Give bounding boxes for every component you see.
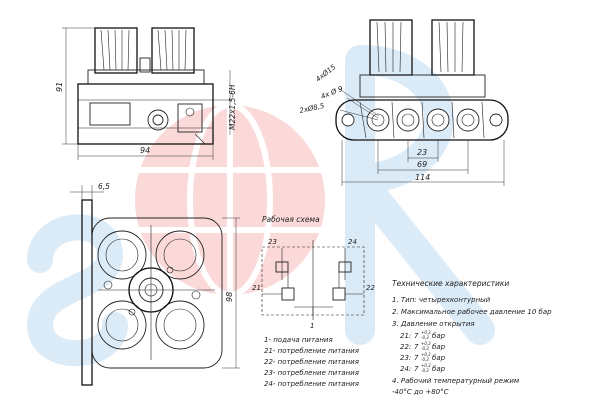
svg-text:7: 7 [414, 354, 419, 362]
svg-text:7: 7 [414, 365, 419, 373]
svg-text:7: 7 [414, 332, 419, 340]
front-view: 91 94 M22x1,5-6H [55, 27, 237, 160]
hole-callout-9: 4x Ø 9 [320, 85, 345, 101]
svg-text:-0,3: -0,3 [421, 335, 429, 340]
working-scheme: Рабочая схема 23 24 21 22 1 [252, 215, 375, 330]
overall-dim: 114 [415, 173, 430, 182]
side-view: 6,5 98 [70, 182, 240, 386]
svg-text:-0,3: -0,3 [421, 357, 429, 362]
spacing-dim: 23 [417, 148, 427, 157]
specs-title: Технические характеристики [392, 279, 509, 288]
svg-text:7: 7 [414, 343, 419, 351]
legend-item: 24- потребление питания [264, 380, 359, 388]
svg-text:-0,3: -0,3 [421, 346, 429, 351]
scheme-title: Рабочая схема [262, 215, 320, 224]
svg-text:+0,3: +0,3 [421, 341, 431, 346]
pressure-row-23: 23: 7 +0,3 -0,3 бар [400, 352, 446, 362]
top-view: 4xØ15 4x Ø 9 2xØ8,5 23 69 114 [299, 19, 509, 186]
port-1-label: 1 [310, 322, 314, 330]
svg-text:22:: 22: [400, 343, 411, 351]
legend-item: 21- потребление питания [264, 347, 359, 355]
watermark-letter-s [26, 214, 128, 367]
legend-item: 1- подача питания [264, 336, 333, 344]
port-21-label: 21 [252, 284, 261, 292]
spec-line-opening: 3. Давление открытия [392, 320, 475, 328]
port-legend: 1- подача питания 21- потребление питани… [264, 336, 359, 388]
front-height-dim: 91 [55, 82, 64, 92]
spec-line-pressure: 2. Максимальное рабочее давление 10 бар [392, 308, 552, 316]
spec-temp-range: -40°С до +80°С [392, 388, 449, 396]
side-height-dim: 98 [225, 292, 234, 302]
svg-text:бар: бар [432, 354, 446, 362]
svg-text:24:: 24: [400, 365, 411, 373]
port-22-label: 22 [366, 284, 375, 292]
svg-text:бар: бар [432, 365, 446, 373]
svg-text:бар: бар [432, 332, 446, 340]
svg-text:21:: 21: [400, 332, 411, 340]
svg-text:+0,3: +0,3 [421, 363, 431, 368]
spec-line-temperature: 4. Рабочий температурный режим [392, 377, 520, 385]
technical-specs: Технические характеристики 1. Тип: четыр… [392, 279, 552, 396]
pressure-row-22: 22: 7 +0,3 -0,3 бар [400, 341, 446, 351]
pressure-row-21: 21: 7 +0,3 -0,3 бар [400, 330, 446, 340]
pressure-row-24: 24: 7 +0,3 -0,3 бар [400, 363, 446, 373]
svg-text:23:: 23: [400, 354, 411, 362]
thread-label: M22x1,5-6H [228, 84, 237, 130]
port-23-label: 23 [268, 238, 277, 246]
svg-text:+0,3: +0,3 [421, 330, 431, 335]
port-24-label: 24 [348, 238, 357, 246]
legend-item: 22- потребление питания [264, 358, 359, 366]
spec-line-type: 1. Тип: четырехконтурный [392, 296, 491, 304]
legend-item: 23- потребление питания [264, 369, 359, 377]
watermark-globe [135, 105, 325, 295]
svg-text:бар: бар [432, 343, 446, 351]
inner-dim: 69 [417, 160, 427, 169]
hole-callout-15: 4xØ15 [314, 63, 337, 84]
hole-callout-8-5: 2xØ8,5 [299, 102, 326, 115]
front-width-dim: 94 [140, 146, 150, 155]
side-offset-dim: 6,5 [98, 182, 110, 191]
svg-text:+0,3: +0,3 [421, 352, 431, 357]
svg-text:-0,3: -0,3 [421, 368, 429, 373]
